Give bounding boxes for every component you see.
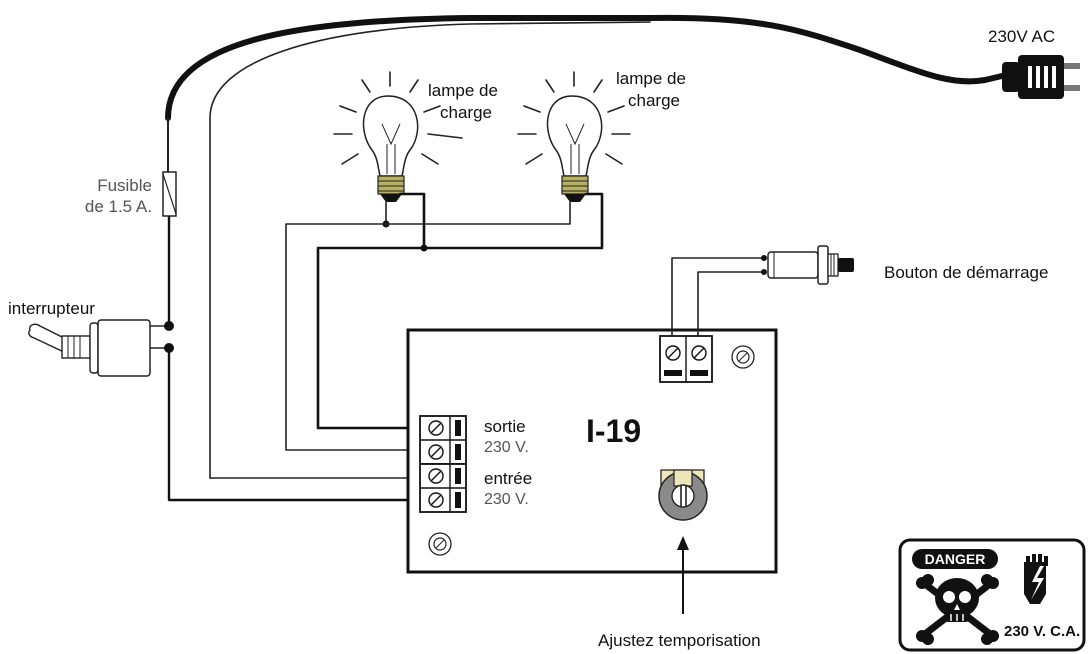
lamp-right-label-line2: charge	[628, 91, 680, 110]
switch-to-input-wire	[167, 346, 427, 502]
input-terminal-block	[419, 463, 467, 513]
lamp-right-label-line1: lampe de	[616, 69, 686, 88]
high-voltage-hand-icon	[1024, 554, 1048, 604]
fuse-label-line1: Fusible	[97, 176, 152, 195]
switch-label: interrupteur	[8, 299, 95, 318]
power-plug	[1002, 55, 1080, 99]
lamp-wiring	[285, 192, 604, 451]
toggle-switch	[28, 319, 174, 377]
power-cable	[165, 14, 1005, 479]
adjust-label: Ajustez temporisation	[598, 631, 761, 650]
output-label: sortie	[484, 417, 526, 436]
danger-voltage: 230 V. C.A.	[1004, 623, 1080, 640]
lamp-left-label-line1: lampe de	[428, 81, 498, 100]
output-terminal-block	[419, 415, 467, 465]
output-voltage: 230 V.	[484, 439, 529, 456]
adjust-arrow	[677, 536, 689, 614]
mounting-hole-bottom-left	[428, 532, 452, 556]
start-wire-2	[697, 271, 765, 337]
lamp-right	[517, 71, 631, 202]
start-push-button[interactable]	[767, 245, 854, 285]
fuse-label-line2: de 1.5 A.	[85, 197, 152, 216]
mounting-hole-top-right	[731, 345, 755, 369]
module-board	[406, 328, 778, 574]
danger-sign: DANGER 230 V.	[898, 538, 1086, 652]
start-wire-joint-2	[761, 269, 767, 275]
lamp-left-label-line2: charge	[440, 103, 492, 122]
start-wire-joint-1	[761, 255, 767, 261]
potentiometer[interactable]	[658, 469, 708, 521]
start-wire-1	[671, 257, 765, 337]
danger-badge-text: DANGER	[925, 551, 986, 567]
lamp-left	[333, 71, 463, 202]
start-button-terminal	[659, 335, 713, 383]
skull-crossbones-icon	[916, 574, 999, 645]
start-button-label: Bouton de démarrage	[884, 263, 1048, 282]
module-name: I-19	[586, 413, 641, 449]
fuse	[162, 171, 177, 217]
input-label: entrée	[484, 469, 532, 488]
mains-label: 230V AC	[988, 27, 1055, 46]
input-voltage: 230 V.	[484, 491, 529, 508]
danger-badge	[912, 549, 998, 569]
